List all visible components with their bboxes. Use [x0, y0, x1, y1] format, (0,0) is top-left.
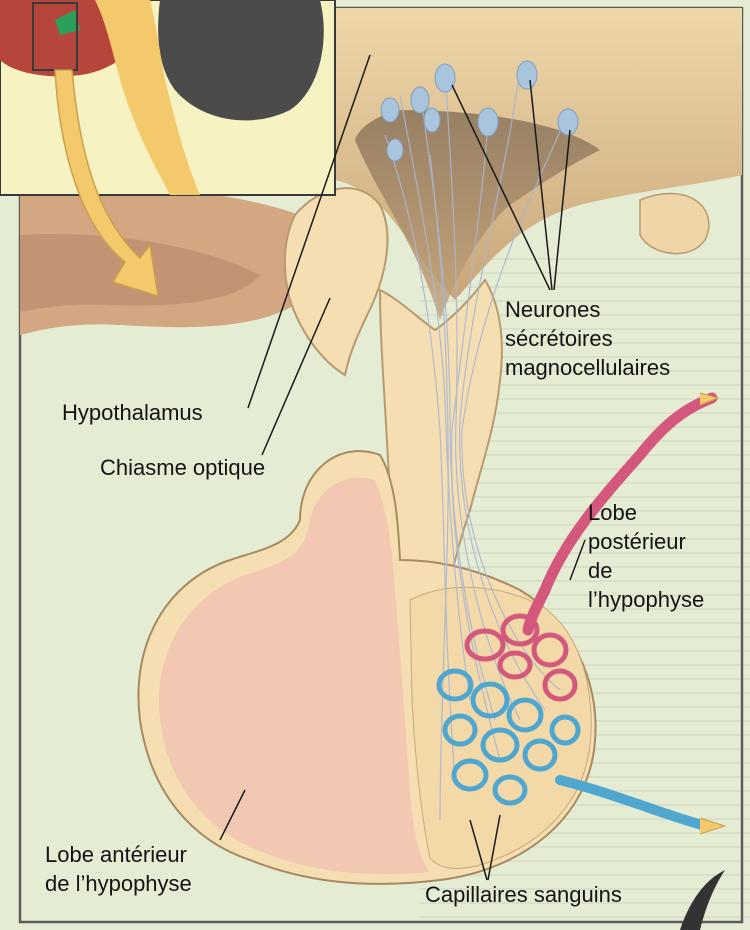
label-neurones-secretoires: Neurones sécrétoires magnocellulaires	[505, 295, 670, 382]
label-line: l’hypophyse	[588, 585, 704, 614]
location-inset	[0, 0, 335, 195]
label-chiasme-optique: Chiasme optique	[100, 453, 265, 482]
label-line: magnocellulaires	[505, 353, 670, 382]
label-line: Neurones	[505, 295, 670, 324]
label-capillaires-sanguins: Capillaires sanguins	[425, 880, 622, 909]
label-line: Lobe antérieur	[45, 840, 192, 869]
label-line: de l’hypophyse	[45, 869, 192, 898]
label-line: sécrétoires	[505, 324, 670, 353]
label-line: Lobe	[588, 498, 704, 527]
label-lobe-posterieur: Lobe postérieur de l’hypophyse	[588, 498, 704, 614]
label-hypothalamus: Hypothalamus	[62, 398, 203, 427]
label-lobe-anterieur: Lobe antérieur de l’hypophyse	[45, 840, 192, 898]
label-line: postérieur	[588, 527, 704, 556]
label-line: de	[588, 556, 704, 585]
mammillary-bump	[640, 194, 709, 254]
